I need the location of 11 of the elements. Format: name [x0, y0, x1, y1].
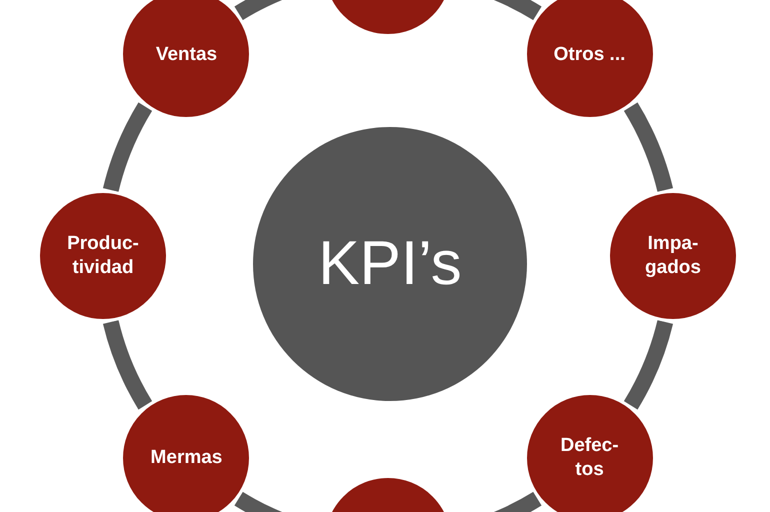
ring-segment — [103, 320, 152, 410]
kpi-label: Produc- tividad — [66, 232, 140, 280]
kpi-label: Otros ... — [554, 42, 626, 66]
hub-title: KPI’s — [318, 233, 462, 295]
kpi-label: Mermas — [150, 446, 222, 470]
kpi-label: Defec- tos — [559, 434, 620, 482]
kpi-label: Ventas — [156, 42, 218, 66]
ring-segment — [103, 102, 152, 192]
ring-segment — [624, 102, 673, 192]
ring-segment — [624, 320, 673, 410]
kpi-label: Impa- gados — [644, 232, 702, 280]
